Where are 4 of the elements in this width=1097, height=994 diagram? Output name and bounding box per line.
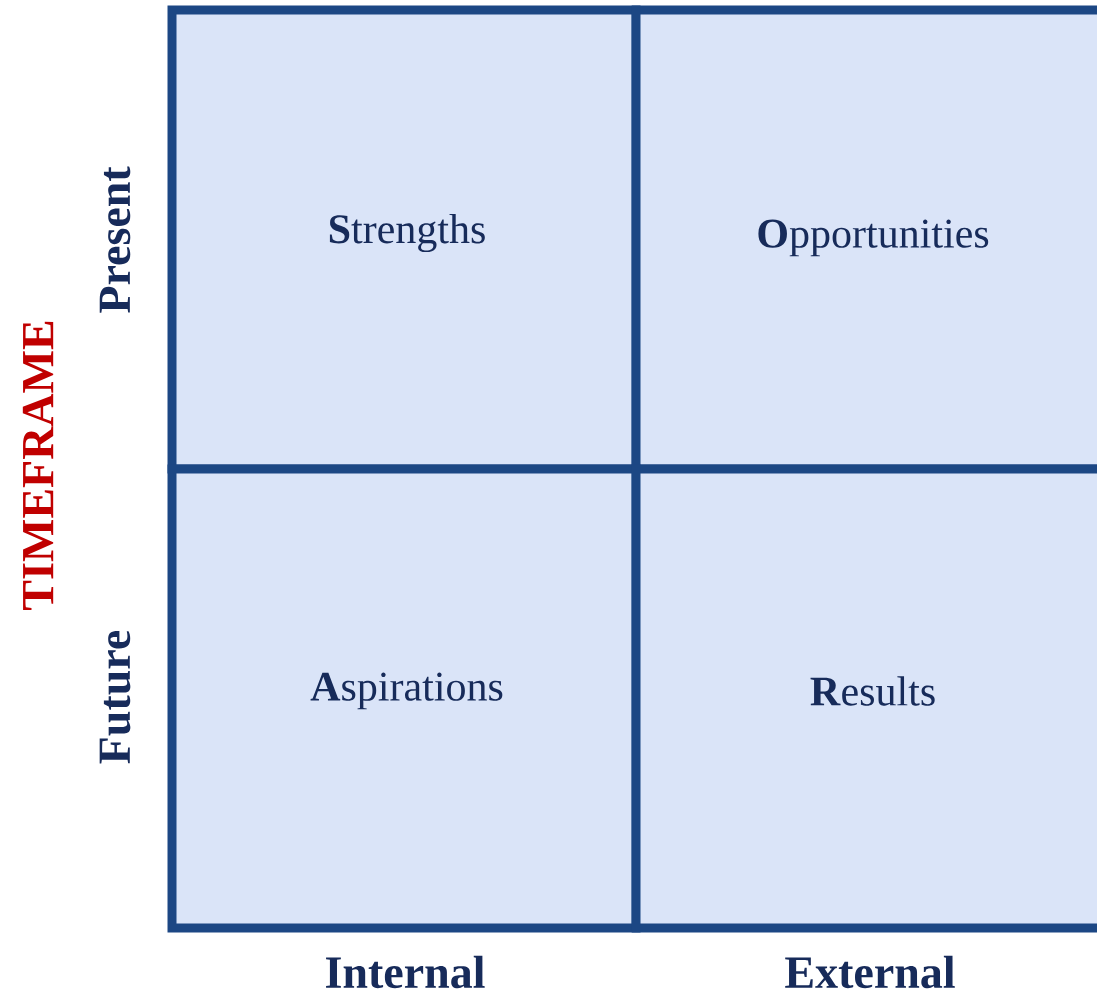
quadrant-cell: Strengths [167, 5, 641, 474]
quadrant-cell: Aspirations [167, 464, 641, 933]
axis-title: TIMEFRAME [22, 321, 54, 610]
quadrant-cell: Results [631, 464, 1097, 933]
